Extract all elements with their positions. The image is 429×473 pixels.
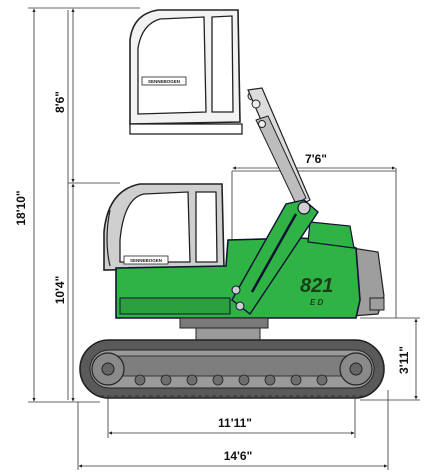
roller [316,374,328,386]
green-boom-cylinder [250,213,298,293]
track-frame [111,355,349,377]
lift-arm-pin-top [251,99,261,109]
model-number: 821 [300,275,333,297]
label-total-height: 18'10" [14,190,28,225]
roller [186,374,198,386]
crawler-undercarriage [79,339,385,399]
raised-cab-floor [129,123,243,135]
raised-cab-logo: SENNEBOGEN [148,79,180,84]
boom-pin-bottom [231,285,241,295]
roller [212,374,224,386]
lowered-cab-grab-handle [106,209,111,267]
engine-hood [307,221,355,249]
boom-pin-top [297,201,311,215]
raised-cab-window-rear [211,15,234,113]
label-overall-length: 14'6" [224,449,253,463]
slew-ring [179,317,269,343]
roller [134,374,146,386]
roller [238,374,250,386]
label-track-length: 11'11" [218,416,252,430]
roller [160,374,172,386]
sprocket-hub [349,362,363,376]
raised-cab-window-front [137,16,207,115]
rear-step [369,297,385,311]
slew-ring-top [179,317,269,329]
lift-arm-pin-mid [258,120,266,128]
boom-pin-foot [235,301,245,311]
label-upper-cab-height: 8'6" [53,91,67,113]
label-lower-height: 10'4" [53,276,67,305]
lowered-cab-window-front [119,191,191,263]
lowered-cab: SENNEBOGEN [103,183,225,271]
model-suffix: E D [310,298,324,307]
track-rollers [134,374,328,386]
lowered-cab-window-rear [195,191,218,263]
dimension-lines [28,7,420,470]
raised-cab-logo-box [141,76,187,86]
lift-arm-lower [255,115,307,205]
idler-hub [101,362,115,376]
green-boom-base [231,199,319,316]
step-panel [119,297,231,315]
raised-cab: SENNEBOGEN [129,9,257,135]
lowered-cab-logo-box [123,255,169,265]
roller [264,374,276,386]
cab-lift-arm [247,87,311,207]
upper-body: 821 E D [115,199,385,319]
label-ground-clearance: 3'11" [397,346,411,374]
label-tail-radius: 7'6" [305,152,327,166]
roller [290,374,302,386]
lowered-cab-logo: SENNEBOGEN [130,258,162,263]
